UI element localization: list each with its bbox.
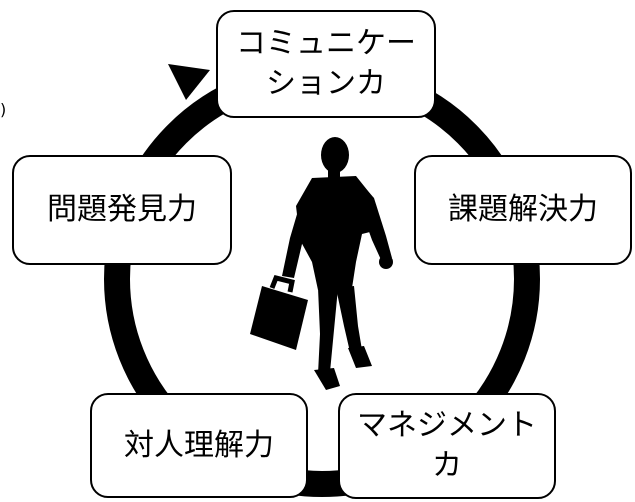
- businessman-silhouette-icon: [250, 137, 393, 390]
- node-interpersonal-label: 対人理解力: [124, 427, 274, 463]
- node-management: マネジメント カ: [338, 393, 556, 499]
- node-interpersonal: 対人理解力: [90, 393, 308, 498]
- node-problem-finding: 問題発見力: [12, 155, 232, 265]
- node-problem-solving: 課題解決力: [414, 155, 632, 265]
- node-communication-label: コミュニケー ションカ: [236, 26, 416, 101]
- node-management-label: マネジメント カ: [357, 408, 537, 483]
- edge-mark: ): [0, 100, 7, 119]
- node-problem-finding-label: 問題発見力: [47, 192, 197, 227]
- node-communication: コミュニケー ションカ: [216, 10, 436, 118]
- node-problem-solving-label: 課題解決力: [448, 192, 598, 227]
- arrow-head-icon: [168, 64, 210, 100]
